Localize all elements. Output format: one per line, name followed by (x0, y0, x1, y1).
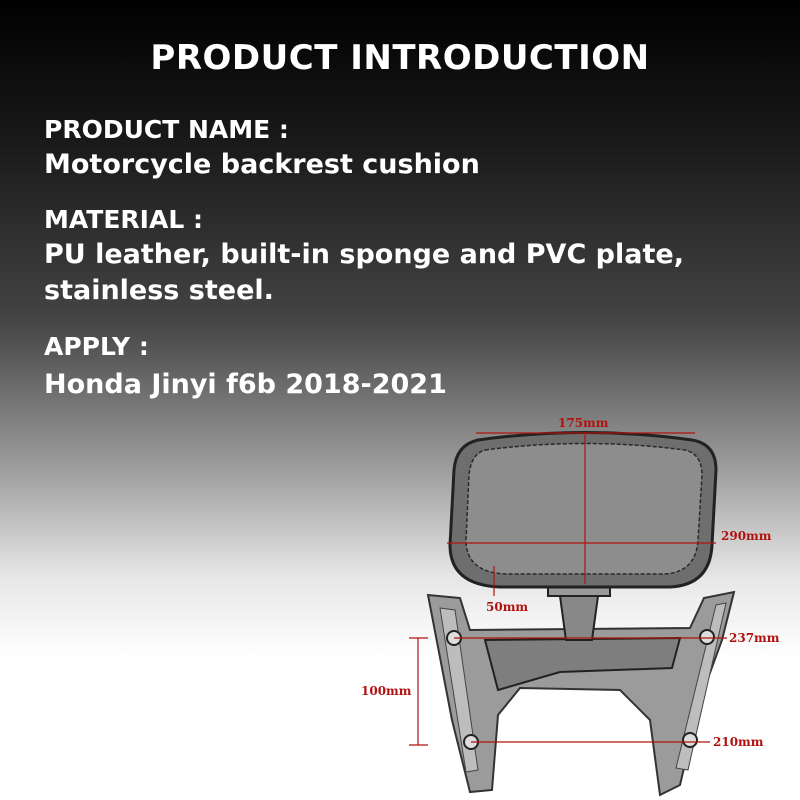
dimension-lines (409, 432, 727, 746)
product-name-value: Motorcycle backrest cushion (44, 149, 480, 180)
material-value-line1: PU leather, built-in sponge and PVC plat… (44, 239, 684, 270)
material-value-line2: stainless steel. (44, 275, 274, 306)
page-title: PRODUCT INTRODUCTION (150, 38, 650, 78)
dim-pad-gap: 50mm (486, 600, 528, 614)
dim-mount-spacing: 100mm (361, 684, 412, 698)
apply-value: Honda Jinyi f6b 2018-2021 (44, 369, 447, 400)
mount-holes (446, 629, 715, 750)
apply-label: APPLY : (44, 332, 149, 361)
bracket-frame (426, 590, 736, 797)
dim-height: 290mm (721, 529, 772, 543)
dim-top-width: 175mm (558, 416, 609, 430)
material-section: MATERIAL : PU leather, built-in sponge a… (44, 203, 684, 309)
apply-section: APPLY : Honda Jinyi f6b 2018-2021 (44, 330, 447, 403)
product-name-label: PRODUCT NAME : (44, 115, 289, 144)
dim-lower-mount: 210mm (713, 735, 764, 749)
backrest-pad (448, 431, 718, 589)
product-dimension-drawing: 175mm 290mm 50mm 237mm 100mm 210mm (361, 416, 780, 797)
product-name-section: PRODUCT NAME : Motorcycle backrest cushi… (44, 113, 480, 183)
material-label: MATERIAL : (44, 205, 203, 234)
dim-upper-mount: 237mm (729, 631, 780, 645)
